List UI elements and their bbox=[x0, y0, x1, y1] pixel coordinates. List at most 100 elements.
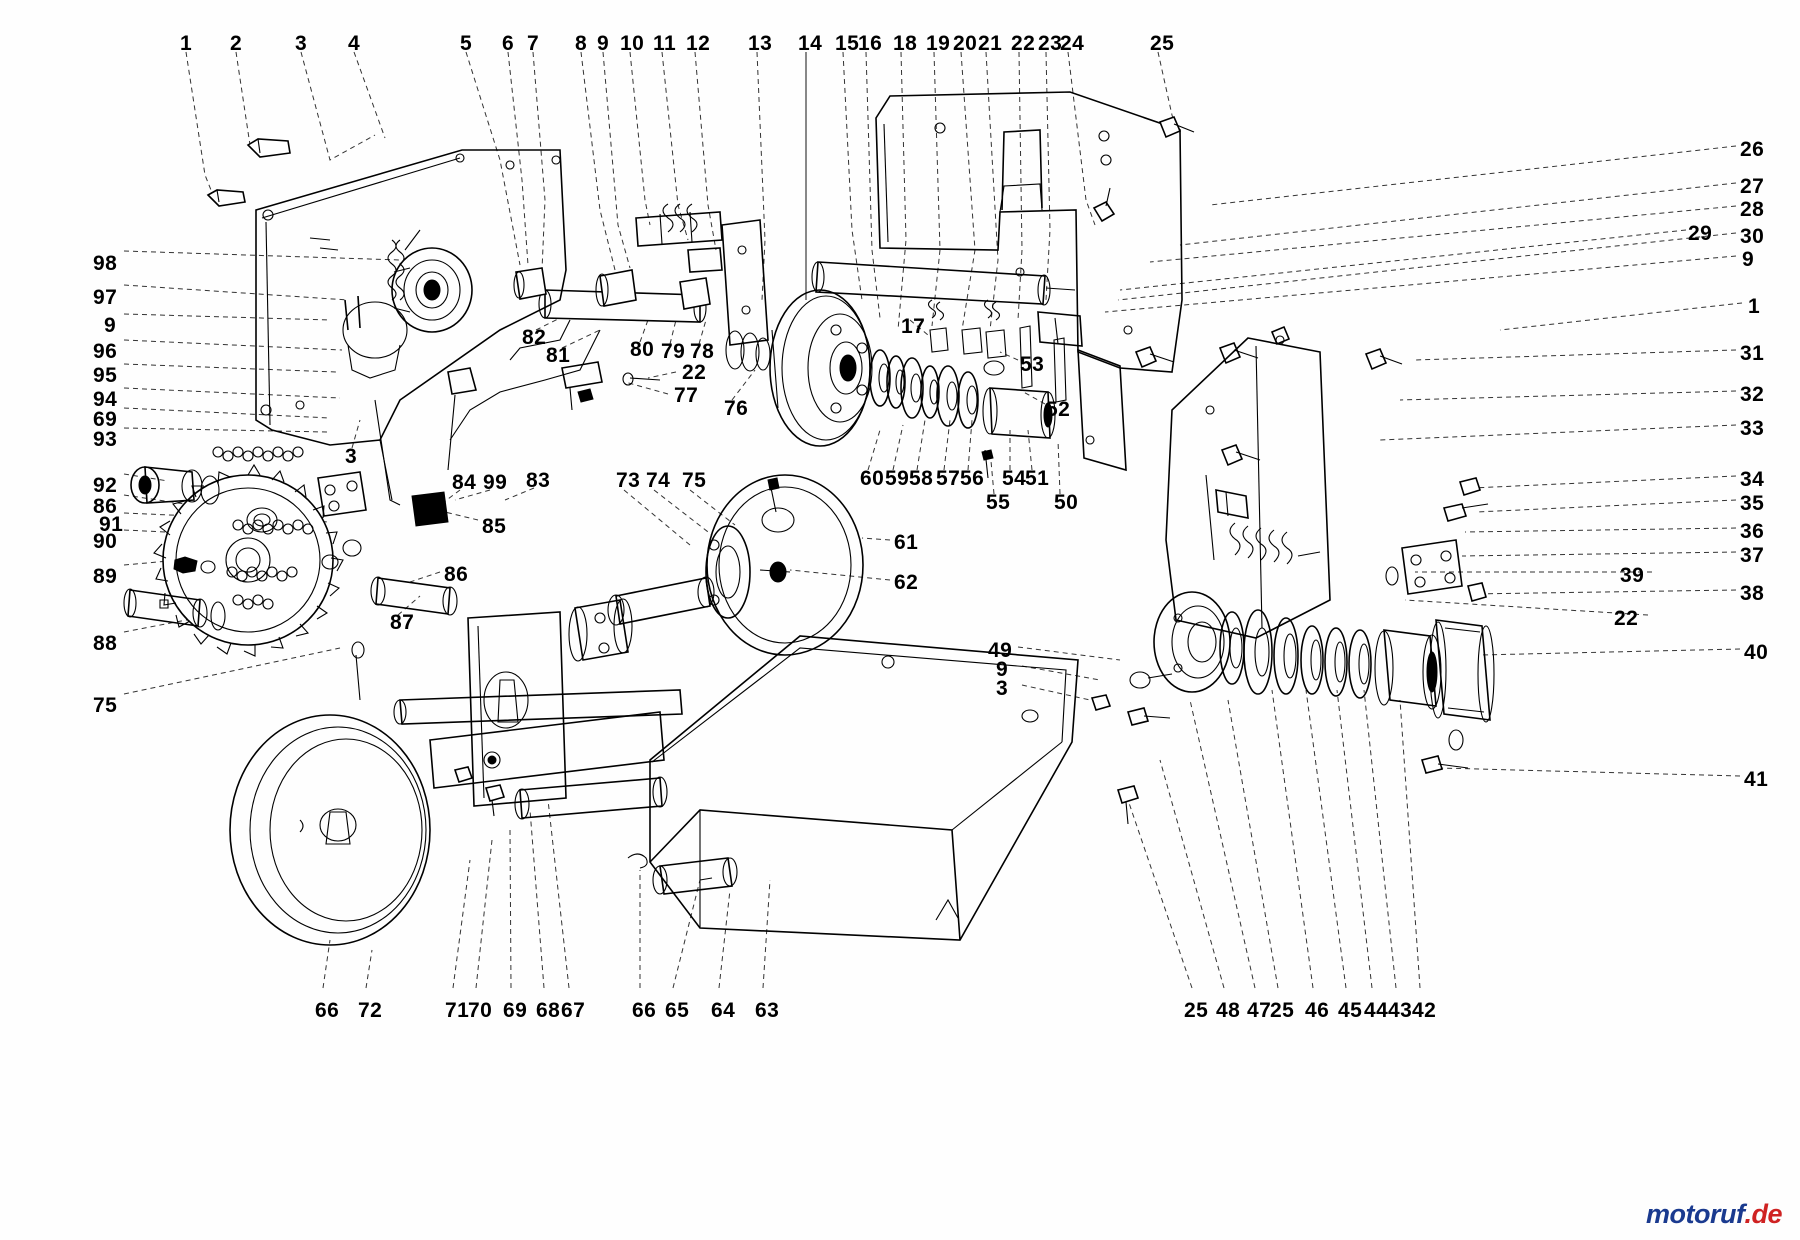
callout-22a: 22 bbox=[682, 361, 707, 384]
left-side-plate bbox=[255, 149, 567, 506]
callout-62: 62 bbox=[894, 571, 919, 594]
frame-housing bbox=[393, 611, 683, 820]
callout-top-5: 5 bbox=[460, 32, 473, 55]
callout-bottom-45: 45 bbox=[1338, 999, 1363, 1022]
right-upper-plate bbox=[875, 91, 1183, 472]
callout-3a: 3 bbox=[345, 445, 358, 468]
callout-right-35: 35 bbox=[1740, 492, 1765, 515]
callout-bottom-68: 68 bbox=[536, 999, 561, 1022]
right-hardware-group bbox=[1385, 477, 1489, 774]
callout-top-25: 25 bbox=[1150, 32, 1175, 55]
callout-right-31: 31 bbox=[1740, 342, 1765, 365]
callout-82: 82 bbox=[522, 326, 547, 349]
upper-cross-shaft bbox=[811, 261, 1083, 347]
bearing-spacer-stack bbox=[869, 349, 1056, 479]
callout-86b: 86 bbox=[444, 563, 469, 586]
center-shaft-assembly bbox=[447, 203, 771, 471]
callout-right-39: 39 bbox=[1620, 564, 1645, 587]
center-right-fasteners bbox=[1021, 671, 1173, 726]
watermark-tld: .de bbox=[1744, 1199, 1782, 1229]
callout-top-21: 21 bbox=[978, 32, 1003, 55]
callout-top-2: 2 bbox=[230, 32, 243, 55]
callout-top-18: 18 bbox=[893, 32, 918, 55]
callout-bottom-42: 42 bbox=[1412, 999, 1437, 1022]
callout-top-8: 8 bbox=[575, 32, 588, 55]
callout-top-13: 13 bbox=[748, 32, 773, 55]
callout-bottom-48: 48 bbox=[1216, 999, 1241, 1022]
callout-left-95: 95 bbox=[93, 364, 118, 387]
callout-top-1: 1 bbox=[180, 32, 193, 55]
callout-left-88: 88 bbox=[93, 632, 118, 655]
callout-79: 79 bbox=[661, 340, 686, 363]
left-pulley-assembly bbox=[342, 229, 473, 379]
callout-76: 76 bbox=[724, 397, 749, 420]
callout-right-29: 29 bbox=[1688, 222, 1713, 245]
callout-99: 99 bbox=[483, 471, 508, 494]
callout-left-86: 86 bbox=[93, 495, 118, 518]
callout-right-32: 32 bbox=[1740, 383, 1765, 406]
callout-61: 61 bbox=[894, 531, 919, 554]
callout-top-3: 3 bbox=[295, 32, 308, 55]
callout-58: 58 bbox=[909, 467, 934, 490]
callout-top-9: 9 bbox=[597, 32, 610, 55]
callout-bottom-66b: 66 bbox=[632, 999, 657, 1022]
callout-left-69: 69 bbox=[93, 408, 118, 431]
right-spring bbox=[1229, 522, 1321, 565]
callout-left-97: 97 bbox=[93, 286, 118, 309]
callout-bottom-66a: 66 bbox=[315, 999, 340, 1022]
callout-right-26: 26 bbox=[1740, 138, 1765, 161]
site-watermark: motoruf.de bbox=[1646, 1199, 1782, 1230]
bracket-plate-group bbox=[317, 471, 449, 527]
callout-84: 84 bbox=[452, 471, 477, 494]
callout-bottom-46: 46 bbox=[1305, 999, 1330, 1022]
leader-lines-bottom bbox=[322, 689, 1421, 989]
top-left-fasteners bbox=[206, 138, 291, 207]
lower-center-shaft bbox=[370, 474, 864, 662]
callout-51: 51 bbox=[1025, 467, 1050, 490]
callout-top-4: 4 bbox=[348, 32, 361, 55]
callout-85: 85 bbox=[482, 515, 507, 538]
callout-bottom-71: 71 bbox=[445, 999, 470, 1022]
callout-bottom-67: 67 bbox=[561, 999, 586, 1022]
callout-right-33: 33 bbox=[1740, 417, 1765, 440]
callout-right-40: 40 bbox=[1744, 641, 1769, 664]
callout-60: 60 bbox=[860, 467, 885, 490]
callout-75b: 75 bbox=[682, 469, 707, 492]
callout-top-10: 10 bbox=[620, 32, 645, 55]
callout-bottom-25a: 25 bbox=[1184, 999, 1209, 1022]
callout-57: 57 bbox=[936, 467, 961, 490]
callout-bottom-65: 65 bbox=[665, 999, 690, 1022]
leader-lines-right bbox=[1104, 145, 1743, 777]
callout-bottom-25b: 25 bbox=[1270, 999, 1295, 1022]
callout-right-9: 9 bbox=[1742, 248, 1755, 271]
callout-top-14: 14 bbox=[798, 32, 823, 55]
callout-left-75: 75 bbox=[93, 694, 118, 717]
callout-top-19: 19 bbox=[926, 32, 951, 55]
callout-top-24: 24 bbox=[1060, 32, 1085, 55]
callout-77: 77 bbox=[674, 384, 699, 407]
callout-top-16: 16 bbox=[858, 32, 883, 55]
callout-53: 53 bbox=[1020, 353, 1045, 376]
callout-bottom-47: 47 bbox=[1247, 999, 1272, 1022]
callout-73: 73 bbox=[616, 469, 641, 492]
callout-49: 49 bbox=[988, 639, 1013, 662]
callout-17: 17 bbox=[901, 315, 926, 338]
callout-87: 87 bbox=[390, 611, 415, 634]
right-plate-bolts bbox=[1092, 115, 1403, 467]
callout-bottom-72: 72 bbox=[358, 999, 383, 1022]
callout-right-37: 37 bbox=[1740, 544, 1765, 567]
callout-83: 83 bbox=[526, 469, 551, 492]
callout-left-93: 93 bbox=[93, 428, 118, 451]
callout-left-91: 91 bbox=[99, 513, 124, 536]
callout-55: 55 bbox=[986, 491, 1011, 514]
callout-top-12: 12 bbox=[686, 32, 711, 55]
callout-left-89: 89 bbox=[93, 565, 118, 588]
callout-59: 59 bbox=[885, 467, 910, 490]
callout-3b: 3 bbox=[996, 677, 1009, 700]
callout-right-1: 1 bbox=[1748, 295, 1761, 318]
callout-top-22: 22 bbox=[1011, 32, 1036, 55]
watermark-brand: motoruf bbox=[1646, 1199, 1745, 1229]
callout-left-90: 90 bbox=[93, 530, 118, 553]
callout-right-22: 22 bbox=[1614, 607, 1639, 630]
callout-78: 78 bbox=[690, 340, 715, 363]
